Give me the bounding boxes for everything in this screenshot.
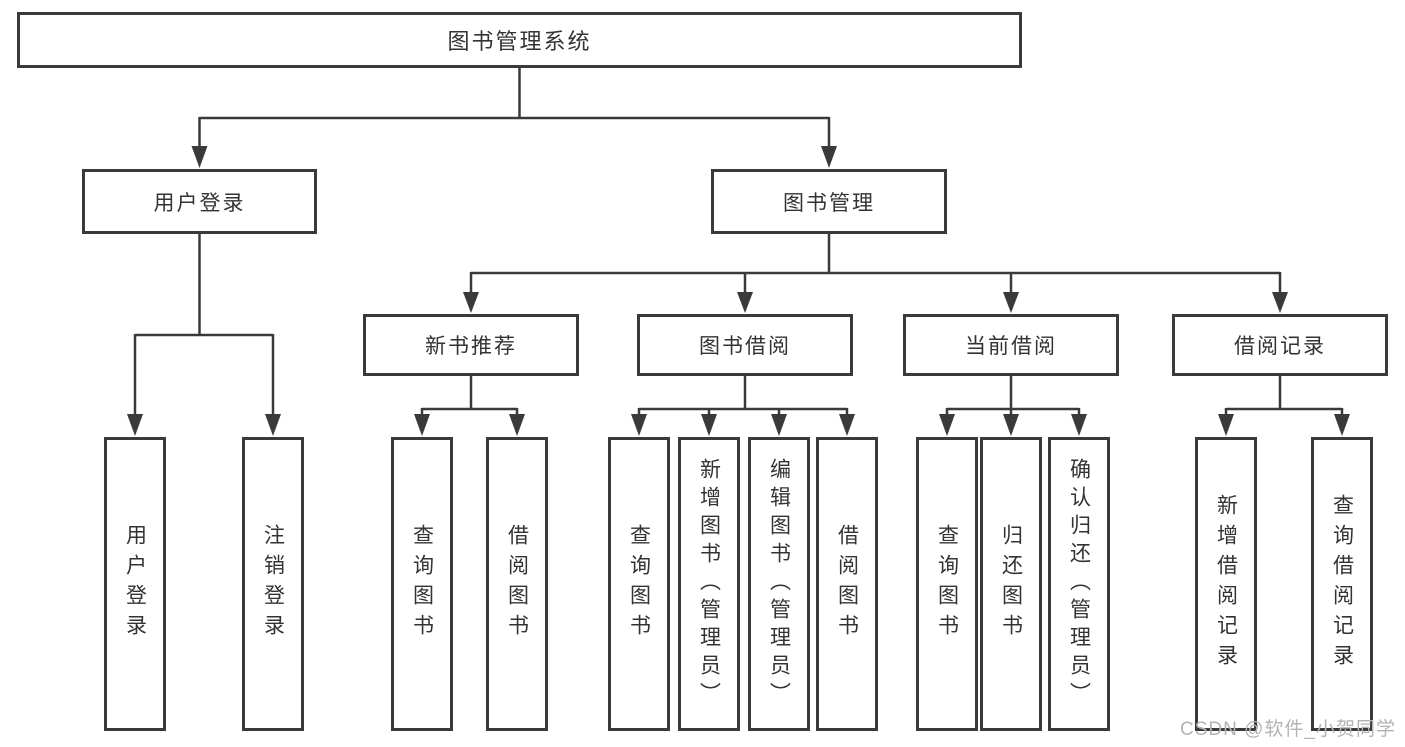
connector-root-to-level2 xyxy=(198,68,831,147)
node-label: 新增图书（管理员） xyxy=(697,458,721,710)
node-library-management-system: 图书管理系统 xyxy=(17,12,1022,68)
node-leaf-add-books-admin: 新增图书（管理员） xyxy=(678,437,740,731)
node-leaf-borrow-books-recommend: 借阅图书 xyxy=(486,437,548,731)
node-book-management: 图书管理 xyxy=(711,169,947,234)
connector-user-login-children xyxy=(133,234,275,415)
node-leaf-edit-books-admin: 编辑图书（管理员） xyxy=(748,437,810,731)
node-leaf-query-borrow-record: 查询借阅记录 xyxy=(1311,437,1373,731)
arrowheads xyxy=(127,146,1350,436)
node-leaf-logout: 注销登录 xyxy=(242,437,304,731)
connector-new-book-children xyxy=(420,376,519,415)
node-label: 用户登录 xyxy=(153,191,246,215)
node-leaf-borrow-books: 借阅图书 xyxy=(816,437,878,731)
node-current-borrowing: 当前借阅 xyxy=(903,314,1119,376)
node-label: 新书推荐 xyxy=(425,335,517,358)
node-label: 图书管理 xyxy=(783,191,875,215)
node-label: 借阅记录 xyxy=(1234,335,1326,358)
node-leaf-query-books-current: 查询图书 xyxy=(916,437,978,731)
node-leaf-confirm-return-admin: 确认归还（管理员） xyxy=(1048,437,1110,731)
node-label: 归还图书 xyxy=(999,524,1023,644)
node-book-borrowing: 图书借阅 xyxy=(637,314,853,376)
node-label: 查询借阅记录 xyxy=(1330,494,1354,674)
node-label: 借阅图书 xyxy=(505,524,529,644)
node-label: 图书管理系统 xyxy=(447,29,592,54)
node-label: 编辑图书（管理员） xyxy=(767,458,791,710)
csdn-watermark: CSDN @软件_小贺同学 xyxy=(1180,719,1396,740)
node-label: 新增借阅记录 xyxy=(1214,494,1238,674)
node-leaf-return-books: 归还图书 xyxy=(980,437,1042,731)
node-label: 查询图书 xyxy=(410,524,434,644)
node-new-book-recommendation: 新书推荐 xyxy=(363,314,579,376)
connector-current-borrowing-children xyxy=(945,376,1081,415)
node-label: 用户登录 xyxy=(123,524,147,644)
node-label: 查询图书 xyxy=(627,524,651,644)
node-label: 注销登录 xyxy=(261,524,285,644)
connector-borrowing-records-children xyxy=(1224,376,1344,415)
node-leaf-query-books-recommend: 查询图书 xyxy=(391,437,453,731)
node-leaf-add-borrow-record: 新增借阅记录 xyxy=(1195,437,1257,731)
node-label: 当前借阅 xyxy=(965,335,1057,358)
connector-book-management-children xyxy=(469,234,1282,292)
connector-book-borrowing-children xyxy=(637,376,849,415)
node-label: 查询图书 xyxy=(935,524,959,644)
node-label: 借阅图书 xyxy=(835,524,859,644)
node-label: 图书借阅 xyxy=(699,335,791,358)
node-label: 确认归还（管理员） xyxy=(1067,458,1091,710)
node-leaf-query-books-borrow: 查询图书 xyxy=(608,437,670,731)
node-user-login: 用户登录 xyxy=(82,169,317,234)
node-leaf-user-login: 用户登录 xyxy=(104,437,166,731)
node-borrowing-records: 借阅记录 xyxy=(1172,314,1388,376)
